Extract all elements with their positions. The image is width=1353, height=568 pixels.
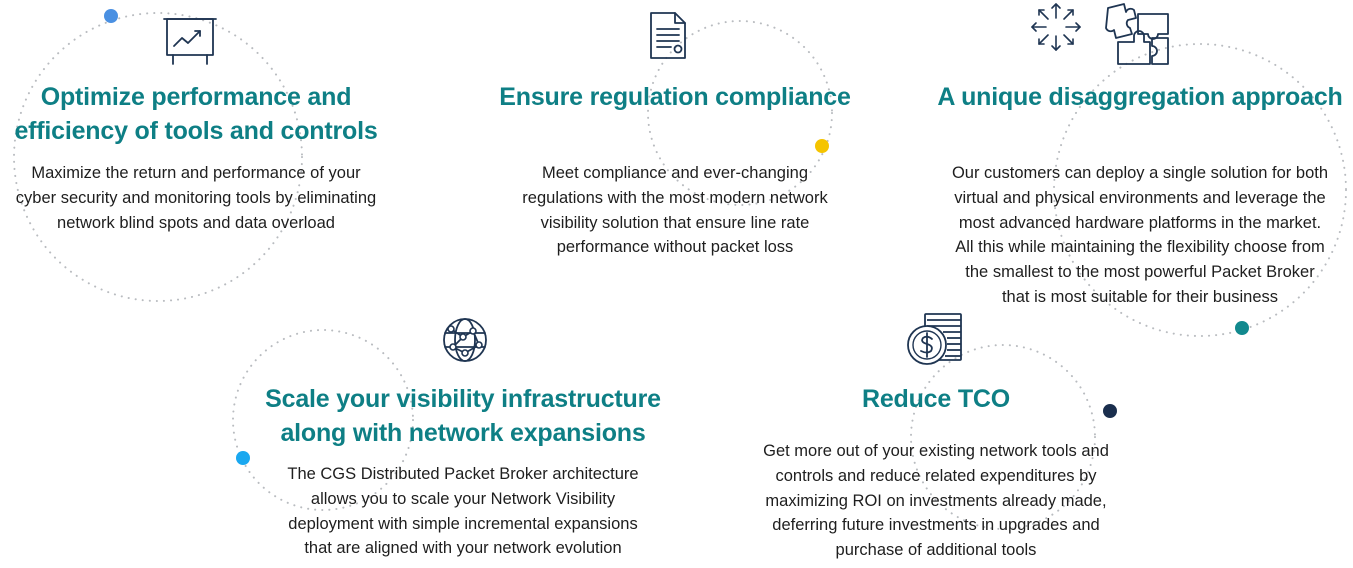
feature-title: Reduce TCO [861, 385, 1011, 413]
feature-description: Our customers can deploy a single soluti… [951, 164, 1329, 306]
feature-description: Get more out of your existing network to… [763, 442, 1109, 560]
feature-regulation-compliance: Ensure regulation compliance Meet compli… [470, 80, 880, 260]
dollar-coins-icon [907, 313, 962, 365]
feature-description: Meet compliance and ever-changing regula… [522, 164, 828, 257]
expand-arrows-icon [1031, 3, 1081, 51]
feature-title: Ensure regulation compliance [499, 83, 851, 111]
puzzle-pieces-icon [1105, 3, 1169, 65]
network-globe-icon [443, 318, 487, 362]
feature-title: Optimize performance and efficiency of t… [14, 83, 378, 145]
feature-scale-visibility: Scale your visibility infrastructure alo… [250, 382, 676, 561]
document-icon [650, 12, 686, 59]
accent-dot-light-blue [236, 451, 250, 465]
feature-reduce-tco: Reduce TCO Get more out of your existing… [730, 382, 1142, 563]
presentation-chart-icon [163, 18, 217, 65]
feature-description: The CGS Distributed Packet Broker archit… [287, 465, 639, 558]
feature-disaggregation-approach: A unique disaggregation approach Our cus… [930, 80, 1350, 310]
accent-dot-teal [1235, 321, 1249, 335]
feature-description: Maximize the return and performance of y… [15, 164, 377, 232]
accent-dot-blue [104, 9, 118, 23]
feature-title: Scale your visibility infrastructure alo… [265, 385, 661, 447]
feature-title: A unique disaggregation approach [937, 83, 1343, 111]
feature-optimize-performance: Optimize performance and efficiency of t… [0, 80, 392, 235]
